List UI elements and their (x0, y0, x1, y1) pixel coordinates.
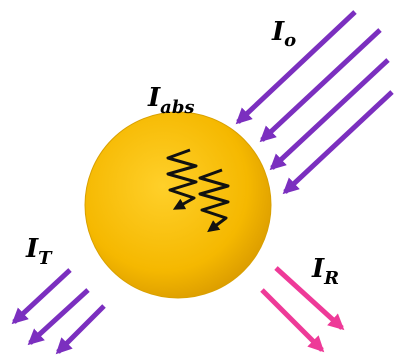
transmitted-arrows (14, 270, 104, 352)
particle-sphere (85, 112, 271, 298)
label-absorbed: Iabs (147, 83, 195, 118)
label-incident: Io (271, 17, 296, 51)
label-transmitted: IT (25, 234, 53, 269)
label-reflected: IR (311, 254, 339, 289)
